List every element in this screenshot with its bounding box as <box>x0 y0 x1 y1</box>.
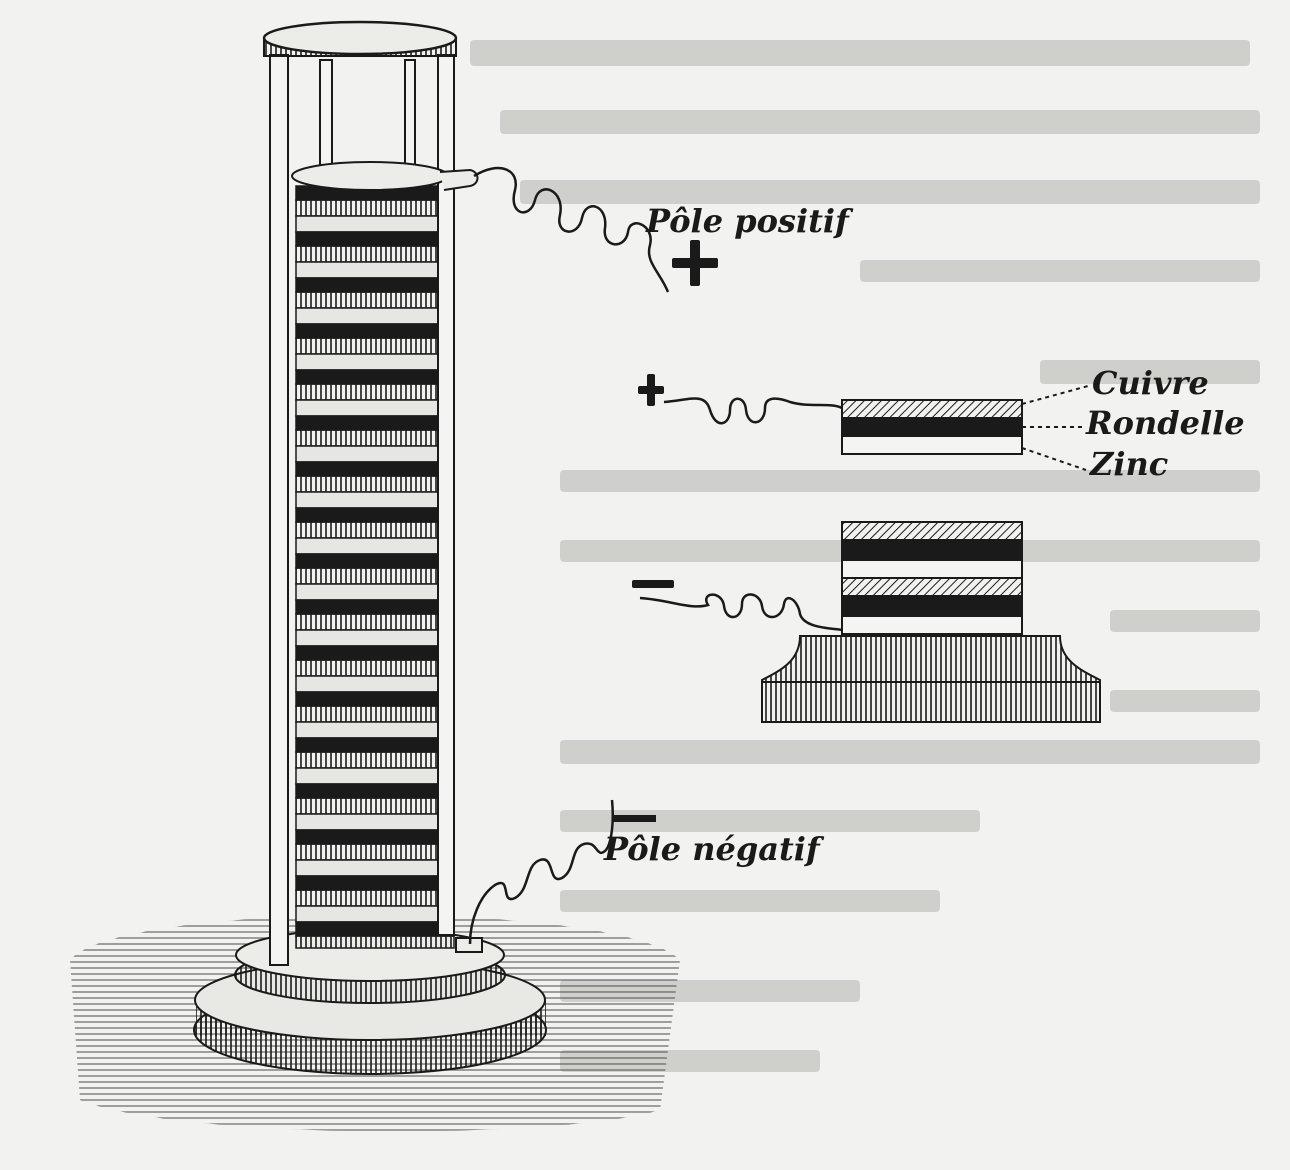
washer-disc <box>295 461 455 477</box>
copper-disc <box>295 291 455 309</box>
stack-wire <box>639 593 843 632</box>
washer-disc <box>295 737 455 753</box>
washer-disc <box>295 369 455 385</box>
washer-disc <box>295 921 455 937</box>
copper-disc <box>295 475 455 493</box>
zinc-disc <box>295 721 455 739</box>
washer-disc <box>295 875 455 891</box>
label-washer: Rondelle <box>1085 404 1245 442</box>
stack-base <box>761 635 1101 723</box>
label-zinc: Zinc <box>1088 445 1168 483</box>
zinc-disc <box>295 353 455 371</box>
glass-rods <box>269 54 455 966</box>
copper-disc <box>295 797 455 815</box>
washer-disc <box>295 231 455 247</box>
washer-disc <box>295 323 455 339</box>
washer-disc <box>295 691 455 707</box>
zinc-disc <box>295 629 455 647</box>
washer-disc <box>295 599 455 615</box>
cell-plus-icon <box>638 374 664 406</box>
zinc-layer <box>841 435 1023 455</box>
washer-disc <box>295 553 455 569</box>
washer-disc <box>295 507 455 523</box>
copper-layer <box>841 399 1023 419</box>
copper-disc <box>295 935 455 949</box>
washer-disc <box>295 415 455 431</box>
label-copper: Cuivre <box>1092 364 1209 402</box>
zinc-disc <box>295 537 455 555</box>
copper-disc <box>295 613 455 631</box>
top-plate <box>262 20 458 57</box>
copper-disc <box>295 889 455 907</box>
zinc-disc <box>295 813 455 831</box>
zinc-disc <box>295 859 455 877</box>
copper-disc <box>295 429 455 447</box>
zinc-disc <box>295 583 455 601</box>
zinc-disc <box>295 491 455 509</box>
zinc-disc <box>295 307 455 325</box>
negative-wire <box>468 799 614 945</box>
zinc-disc <box>295 261 455 279</box>
zinc-disc <box>295 215 455 233</box>
copper-disc <box>295 383 455 401</box>
pile-base <box>193 928 547 1075</box>
label-positive-pole: Pôle positif <box>645 202 854 240</box>
copper-disc <box>295 245 455 263</box>
washer-disc <box>295 645 455 661</box>
minus-bar-icon <box>612 815 656 822</box>
leader-lines <box>1021 385 1089 471</box>
washer-disc <box>295 277 455 293</box>
two-cell-stack <box>632 521 1101 723</box>
copper-disc <box>295 337 455 355</box>
cell-wire <box>663 397 843 425</box>
copper-disc <box>295 659 455 677</box>
copper-disc <box>295 705 455 723</box>
disc-stack <box>295 185 455 949</box>
copper-disc <box>295 199 455 217</box>
zinc-disc <box>295 905 455 923</box>
cell-detail: Cuivre Rondelle Zinc <box>638 364 1245 483</box>
washer-disc <box>295 783 455 799</box>
washer-disc <box>295 829 455 845</box>
plus-sign-icon <box>672 240 718 286</box>
stack-minus-icon <box>632 580 674 588</box>
zinc-disc <box>295 399 455 417</box>
zinc-disc <box>295 445 455 463</box>
copper-disc <box>295 751 455 769</box>
zinc-disc <box>295 675 455 693</box>
washer-layer <box>841 417 1023 437</box>
label-negative-pole: Pôle négatif <box>603 830 825 868</box>
positive-wire <box>473 166 670 293</box>
copper-disc <box>295 567 455 585</box>
top-terminal <box>291 161 479 191</box>
copper-disc <box>295 521 455 539</box>
copper-disc <box>295 843 455 861</box>
zinc-disc <box>295 767 455 785</box>
